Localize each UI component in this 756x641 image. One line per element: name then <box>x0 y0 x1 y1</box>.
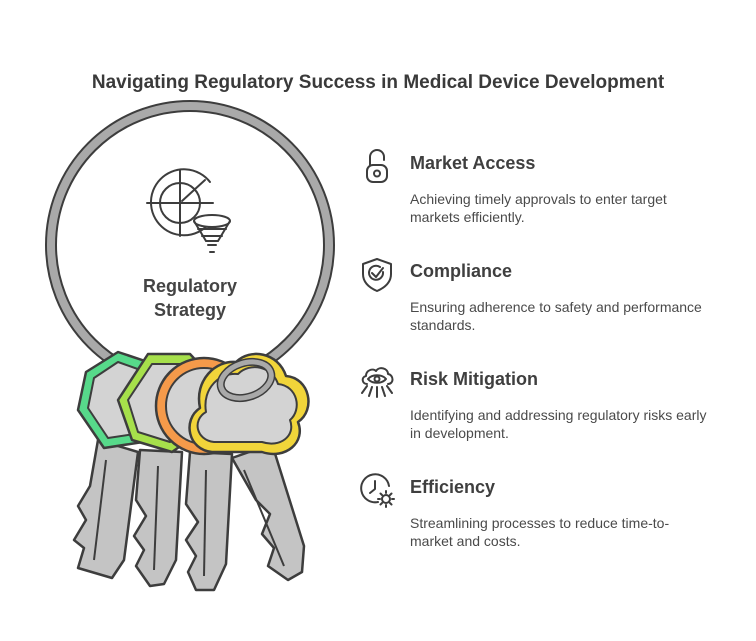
lock-icon <box>366 149 388 183</box>
eye-cloud-icon <box>361 367 394 398</box>
radar-funnel-icon <box>146 168 231 253</box>
clock-gear-icon <box>360 473 395 508</box>
item-description: Streamlining processes to reduce time-to… <box>410 515 670 549</box>
center-label: Regulatory Strategy <box>110 274 270 322</box>
center-label-line2: Strategy <box>153 300 227 320</box>
center-label-line1: Regulatory <box>142 276 238 296</box>
item-heading: Compliance <box>410 261 513 281</box>
page-title: Navigating Regulatory Success in Medical… <box>91 72 665 93</box>
shield-check-icon <box>362 258 392 292</box>
key-blades <box>72 438 306 592</box>
item-description: Identifying and addressing regulatory ri… <box>410 407 707 441</box>
item-description: Achieving timely approvals to enter targ… <box>410 191 667 225</box>
item-heading: Risk Mitigation <box>410 369 539 389</box>
item-description: Ensuring adherence to safety and perform… <box>410 299 702 333</box>
item-heading: Efficiency <box>410 477 496 497</box>
item-heading: Market Access <box>410 153 536 173</box>
